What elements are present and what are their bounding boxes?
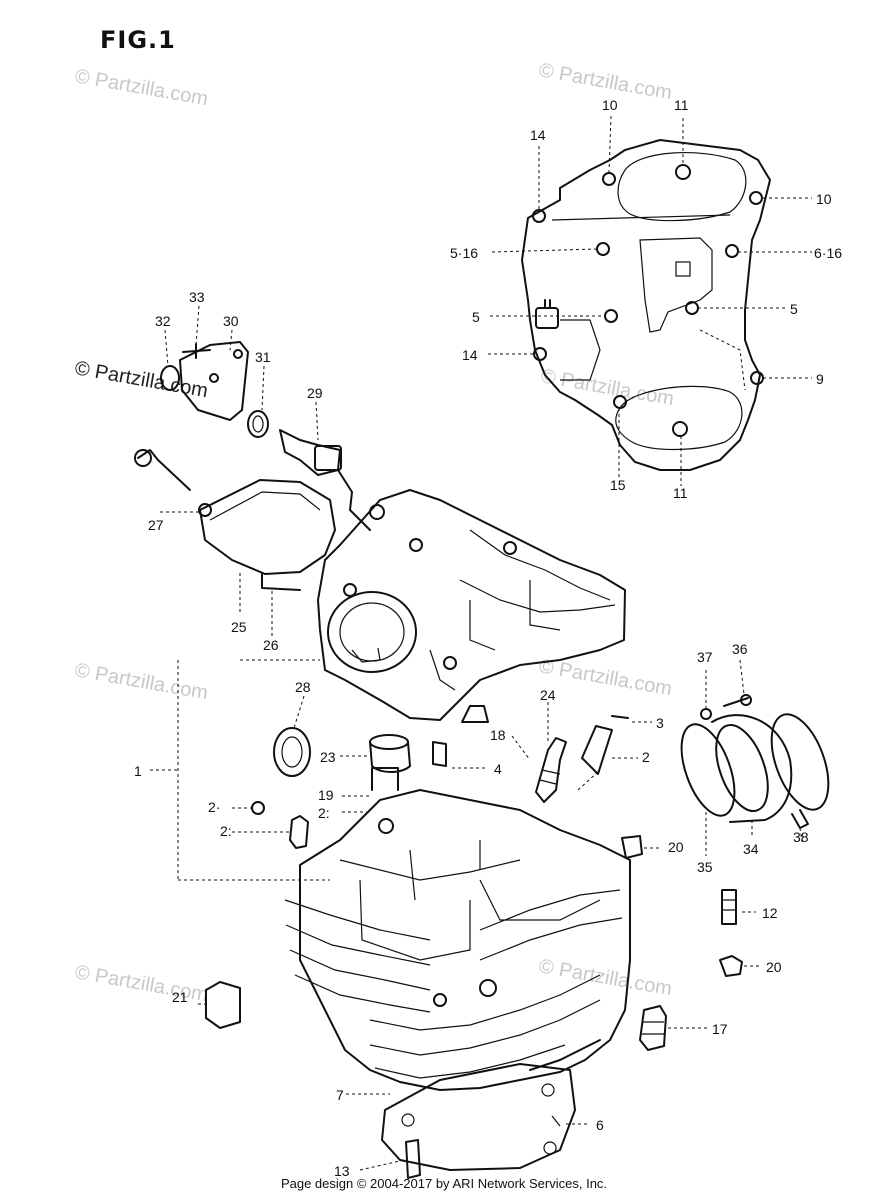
callout-3: 3 bbox=[656, 715, 664, 731]
callout-27: 27 bbox=[148, 517, 164, 533]
callout-15: 15 bbox=[610, 477, 626, 493]
callout-26: 26 bbox=[263, 637, 279, 653]
callout-5: 5 bbox=[472, 309, 480, 325]
oil-seal-plug bbox=[273, 705, 489, 777]
callout-20: 20 bbox=[668, 839, 684, 855]
callout-22: 2· bbox=[208, 799, 220, 815]
callout-33: 33 bbox=[189, 289, 205, 305]
callout-10: 10 bbox=[816, 191, 832, 207]
callout-11: 11 bbox=[673, 485, 688, 501]
watermark: © Partzilla.com bbox=[73, 659, 210, 704]
gasket-leaders bbox=[488, 115, 812, 486]
callout-11: 11 bbox=[674, 97, 689, 113]
callout-34: 34 bbox=[743, 841, 759, 857]
watermark: © Partzilla.com bbox=[73, 357, 210, 402]
callout-38: 38 bbox=[793, 829, 809, 845]
callout-23: 23 bbox=[320, 749, 336, 765]
callout-14: 14 bbox=[462, 347, 478, 363]
callout-28: 28 bbox=[295, 679, 311, 695]
callout-13: 13 bbox=[334, 1163, 350, 1179]
callout-2: 2 bbox=[642, 749, 650, 765]
callout-5-16: 5·16 bbox=[450, 245, 478, 261]
callout-18: 18 bbox=[490, 727, 506, 743]
figure-title: FIG.1 bbox=[100, 26, 176, 54]
callout-20: 20 bbox=[766, 959, 782, 975]
head-cover-gasket bbox=[521, 139, 771, 471]
callout-24: 24 bbox=[540, 687, 556, 703]
callout-labels: 10 11 14 10 5·16 6·16 5 5 14 9 15 11 33 … bbox=[134, 97, 842, 1179]
cylinder-head-cover bbox=[240, 489, 626, 721]
watermark: © Partzilla.com bbox=[537, 655, 674, 700]
callout-6: 6 bbox=[596, 1117, 604, 1133]
inspection-cap bbox=[134, 449, 336, 591]
base-gasket bbox=[381, 1063, 576, 1171]
callout-9: 9 bbox=[816, 371, 824, 387]
watermark: © Partzilla.com bbox=[73, 65, 210, 110]
callout-6-16: 6·16 bbox=[814, 245, 842, 261]
callout-10: 10 bbox=[602, 97, 618, 113]
callout-12: 12 bbox=[762, 905, 778, 921]
callout-17: 17 bbox=[712, 1021, 728, 1037]
callout-4: 4 bbox=[494, 761, 502, 777]
callout-5: 5 bbox=[790, 301, 798, 317]
breather-assembly bbox=[160, 341, 371, 531]
callout-14: 14 bbox=[530, 127, 546, 143]
callout-30: 30 bbox=[223, 313, 239, 329]
callout-29: 29 bbox=[307, 385, 323, 401]
callout-7: 7 bbox=[336, 1087, 344, 1103]
watermark: © Partzilla.com bbox=[73, 961, 210, 1006]
callout-35: 35 bbox=[697, 859, 713, 875]
component-leaders bbox=[150, 305, 803, 1171]
spark-plug bbox=[535, 725, 613, 803]
cylinder-head bbox=[284, 767, 631, 1091]
callout-31: 31 bbox=[255, 349, 271, 365]
callout-1: 1 bbox=[134, 763, 142, 779]
footer-copyright: Page design © 2004-2017 by ARI Network S… bbox=[280, 1176, 608, 1191]
callout-22: 2: bbox=[318, 805, 330, 821]
watermark: © Partzilla.com bbox=[539, 365, 676, 410]
callout-19: 19 bbox=[318, 787, 334, 803]
small-hardware bbox=[205, 715, 743, 1179]
watermark: © Partzilla.com bbox=[537, 955, 674, 1000]
intake-pipe bbox=[680, 694, 830, 829]
callout-32: 32 bbox=[155, 313, 171, 329]
callout-21: 21 bbox=[172, 989, 188, 1005]
callout-36: 36 bbox=[732, 641, 748, 657]
callout-25: 25 bbox=[231, 619, 247, 635]
callout-22: 2: bbox=[220, 823, 232, 839]
callout-37: 37 bbox=[697, 649, 713, 665]
